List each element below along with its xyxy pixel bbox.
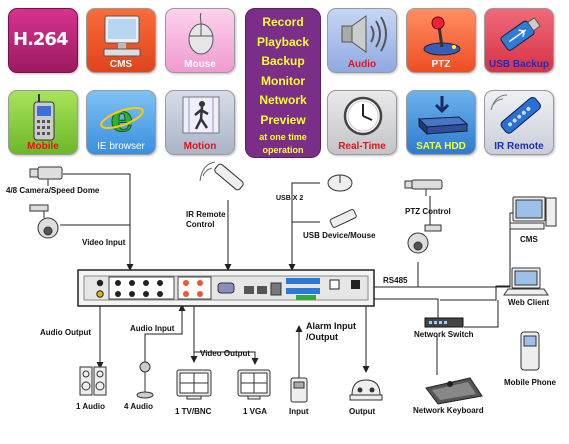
ptz-dome-icon <box>407 224 442 254</box>
network-text: Network <box>259 93 307 107</box>
alarm-io-label-1: Alarm Input <box>306 321 357 331</box>
audio-output-label: Audio Output <box>40 328 92 337</box>
laptop-icon <box>503 267 549 296</box>
h264-tile: H.264 <box>8 8 78 73</box>
mouse-label: Mouse <box>184 59 216 70</box>
tv-bnc-label: 1 TV/BNC <box>175 407 212 416</box>
usb-backup-label: USB Backup <box>488 59 549 70</box>
ir-remote-label: IR Remote <box>494 141 544 152</box>
cms-computer-icon <box>509 196 557 230</box>
ie-browser-label: IE browser <box>97 141 145 152</box>
camera-icon <box>29 166 63 186</box>
rs485-label: RS485 <box>383 276 408 285</box>
audio-tile: Audio <box>327 8 397 73</box>
mobile-tile: Mobile <box>8 90 78 155</box>
h264-label: H.264 <box>13 29 68 50</box>
four-audio-label: 4 Audio <box>124 402 154 411</box>
remote-control-icon <box>490 94 541 134</box>
usb-stick-icon <box>500 17 541 51</box>
playback-text: Playback <box>256 34 310 49</box>
connection-lines <box>60 173 513 378</box>
mouse-icon <box>188 12 214 55</box>
audio-input-label: Audio Input <box>130 324 175 333</box>
motion-person-icon <box>182 96 220 134</box>
output-label: Output <box>349 407 376 416</box>
speaker-device-icon <box>79 366 107 396</box>
video-output-label: Video Output <box>200 349 251 358</box>
mobile-phone-device-icon <box>520 331 540 371</box>
network-switch-icon <box>424 317 464 328</box>
web-client-label: Web Client <box>508 298 550 307</box>
tv-monitor-icon <box>176 369 212 400</box>
usb-x2-label: USB X 2 <box>276 195 304 202</box>
video-input-label: Video Input <box>82 238 126 247</box>
ptz-tile: PTZ <box>406 8 476 73</box>
real-time-tile: Real-Time <box>327 90 397 155</box>
ptz-camera-icon <box>404 179 443 196</box>
network-switch-label: Network Switch <box>414 330 474 339</box>
sata-hdd-tile: SATA HDD <box>406 90 476 155</box>
speed-dome-icon <box>29 204 59 239</box>
sata-hdd-label: SATA HDD <box>416 141 466 152</box>
audio-label: Audio <box>347 59 377 70</box>
network-keyboard-label: Network Keyboard <box>413 406 484 415</box>
joystick-icon <box>423 16 461 56</box>
center-feature-panel: Record Playback Backup Monitor Network P… <box>245 8 321 158</box>
speaker-icon <box>341 15 387 53</box>
vga-monitor-icon <box>237 369 271 400</box>
usb-stick-device-icon <box>329 209 357 228</box>
ie-logo-icon: e <box>100 98 144 141</box>
cms-device-label: CMS <box>520 235 538 244</box>
microphone-icon <box>136 361 154 399</box>
mobile-phone-label: Mobile Phone <box>504 378 556 387</box>
clock-icon <box>343 96 383 136</box>
note-line-1: at one time <box>259 132 307 142</box>
ptz-label: PTZ <box>431 59 451 70</box>
alarm-output-siren-icon <box>349 379 383 401</box>
record-text: Record <box>262 15 304 29</box>
note-line-2: operation <box>262 145 304 155</box>
usb-backup-tile: USB Backup <box>484 8 554 73</box>
ir-remote-control-label-2: Control <box>186 220 215 229</box>
mouse-tile: Mouse <box>165 8 235 73</box>
input-label: Input <box>289 407 309 416</box>
ir-remote-tile: IR Remote <box>484 90 554 155</box>
alarm-input-sensor-icon <box>290 377 308 403</box>
monitor-icon <box>103 15 141 57</box>
one-audio-label: 1 Audio <box>76 402 106 411</box>
cms-tile: CMS <box>86 8 156 73</box>
network-keyboard-icon <box>425 377 483 405</box>
backup-text: Backup <box>261 54 305 68</box>
alarm-io-label-2: /Output <box>306 332 338 342</box>
dvr-unit <box>77 269 375 307</box>
ie-browser-tile: e IE browser <box>86 90 156 155</box>
motion-label: Motion <box>183 141 217 152</box>
cms-label: CMS <box>109 59 133 70</box>
real-time-label: Real-Time <box>338 141 386 152</box>
preview-text: Preview <box>260 112 306 127</box>
motion-tile: Motion <box>165 90 235 155</box>
mouse-device-icon <box>327 174 353 192</box>
mobile-label: Mobile <box>27 141 59 152</box>
usb-device-mouse-label: USB Device/Mouse <box>303 231 376 240</box>
ir-remote-control-label-1: IR Remote <box>186 210 226 219</box>
mobile-phone-icon <box>33 94 55 141</box>
monitor-text: Monitor <box>261 73 305 88</box>
ptz-control-label: PTZ Control <box>405 207 451 216</box>
remote-control-icon <box>199 161 244 191</box>
camera-label: 4/8 Camera/Speed Dome <box>6 186 100 195</box>
vga-label: 1 VGA <box>243 407 268 416</box>
hard-drive-icon <box>417 96 469 136</box>
